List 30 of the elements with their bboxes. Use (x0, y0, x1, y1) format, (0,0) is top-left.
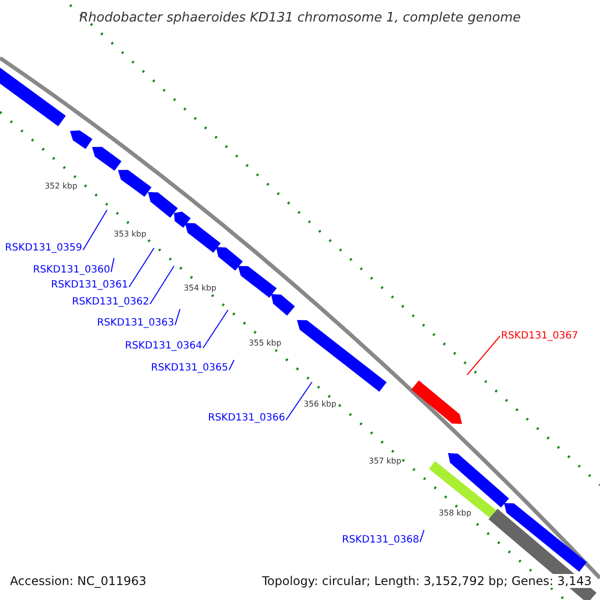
leader-line (202, 310, 228, 348)
gene-label: RSKD131_0366 (208, 412, 286, 424)
accession-text: Accession: NC_011963 (10, 574, 146, 588)
gene-label: RSKD131_0367 (501, 330, 578, 342)
leader-line (466, 336, 500, 376)
leader-line (174, 308, 180, 326)
leader-line (82, 210, 108, 250)
leader-line (150, 266, 174, 304)
tick-label: 356 kbp (304, 400, 336, 408)
tick-label: 357 kbp (368, 456, 402, 466)
gene-label: RSKD131_0360 (33, 264, 110, 276)
tick-label: 358 kbp (438, 508, 472, 518)
title: Rhodobacter sphaeroides KD131 chromosome 1, complete genome (79, 10, 521, 26)
tick-label: 355 kbp (248, 338, 282, 348)
gene-label: RSKD131_0365 (151, 362, 228, 374)
tick-label: 354 kbp (184, 284, 216, 292)
gene-label: RSKD131_0368 (342, 534, 420, 546)
tick-label: 352 kbp (44, 182, 78, 190)
genome-info-text: Topology: circular; Length: 3,152,792 bp; Genes: 3,143 (262, 574, 592, 588)
gene-label: RSKD131_0362 (72, 296, 150, 308)
gene-label: RSKD131_0361 (51, 280, 128, 290)
gene-label: RSKD131_0364 (125, 340, 202, 352)
leader-line (110, 258, 114, 272)
tick-label: 353 kbp (114, 230, 146, 238)
leader-line (286, 382, 312, 420)
leader-line (420, 530, 424, 542)
gene-label: RSKD131_0359 (5, 242, 82, 254)
leader-line (128, 248, 154, 288)
leader-line (228, 360, 234, 370)
gene-label: RSKD131_0363 (97, 318, 174, 328)
